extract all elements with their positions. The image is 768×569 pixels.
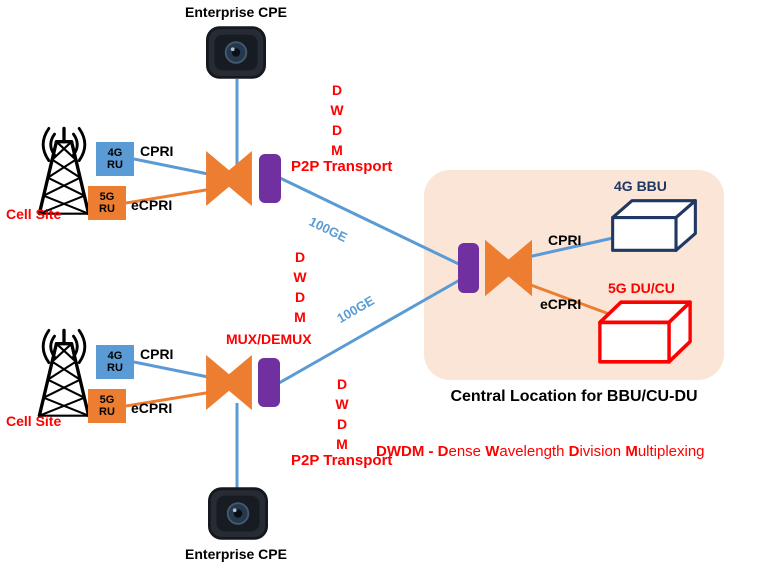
link-bottom-100ge [278, 275, 466, 385]
mux-demux-label: MUX/DEMUX [226, 331, 312, 347]
ecpri-bottom-label: eCPRI [131, 400, 173, 416]
dwdm-legend: DWDM - Dense Wavelength Division Multipl… [376, 443, 705, 460]
enterprise-cpe-top-device-icon [206, 26, 266, 79]
cpri-bottom-label: CPRI [140, 346, 174, 362]
link-top-cpri [133, 157, 219, 178]
legend-initial-d2: D [568, 443, 580, 460]
cell-site-bottom-label: Cell Site [6, 413, 62, 429]
legend-initial-m: M [625, 443, 638, 460]
link-bottom-cpri [133, 360, 219, 381]
legend-rest-d1: ense [448, 443, 486, 460]
dwdm-bottom-vertical-label: D W D M [335, 376, 349, 452]
dwdm-mid-vertical-label: D W D M [293, 249, 307, 325]
mux-demux-bottom-icon [206, 355, 252, 410]
ru-4g-top-box: 4G RU [96, 142, 134, 176]
ru-5g-top-box: 5G RU [88, 186, 126, 220]
enterprise-cpe-top-label: Enterprise CPE [185, 4, 287, 20]
ecpri-central-label: eCPRI [540, 296, 582, 312]
ecpri-top-label: eCPRI [131, 197, 173, 213]
link-central-ecpri [527, 282, 621, 320]
link-top-100ge [279, 176, 466, 269]
legend-rest-w: avelength [499, 443, 569, 460]
cell-site-top-label: Cell Site [6, 206, 62, 222]
legend-rest-m: ultiplexing [637, 443, 705, 460]
central-location-caption: Central Location for BBU/CU-DU [450, 388, 698, 405]
legend-prefix: DWDM - [376, 443, 438, 460]
p2p-transport-top-label: P2P Transport [291, 158, 393, 175]
ru-5g-bottom-box: 5G RU [88, 389, 126, 423]
enterprise-cpe-bottom-label: Enterprise CPE [185, 546, 287, 562]
ru-4g-bottom-box: 4G RU [96, 345, 134, 379]
bbu-4g-label: 4G BBU [614, 178, 667, 194]
link-top-ecpri [125, 186, 219, 205]
du-cu-5g-label: 5G DU/CU [608, 280, 675, 296]
wdm-filter-top-icon [259, 154, 281, 203]
link-bottom-ecpri [125, 389, 219, 408]
p2p-transport-bottom-label: P2P Transport [291, 452, 393, 469]
wdm-filter-bottom-icon [258, 358, 280, 407]
mux-demux-central-icon [485, 239, 532, 297]
mux-demux-top-icon [206, 151, 252, 206]
wdm-filter-central-icon [458, 243, 479, 293]
dwdm-top-vertical-label: D W D M [330, 82, 344, 158]
legend-initial-d1: D [437, 443, 449, 460]
enterprise-cpe-bottom-device-icon [208, 487, 268, 540]
legend-rest-d2: ivision [579, 443, 626, 460]
du-cu-5g-box-icon [598, 300, 692, 364]
link-central-cpri [527, 234, 623, 259]
cpri-top-label: CPRI [140, 143, 174, 159]
cpri-central-label: CPRI [548, 232, 582, 248]
legend-initial-w: W [485, 443, 500, 460]
bbu-4g-box-icon [611, 199, 697, 252]
